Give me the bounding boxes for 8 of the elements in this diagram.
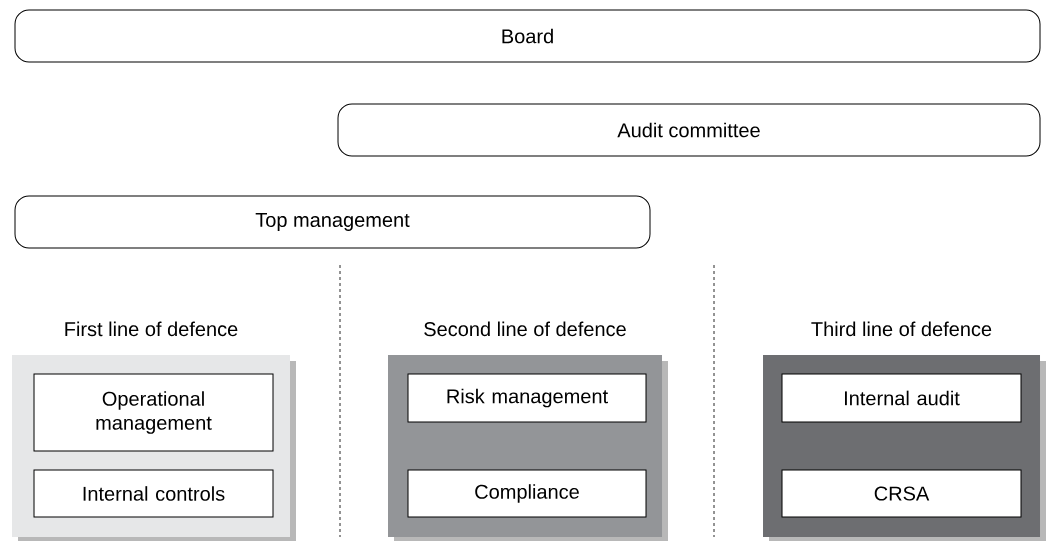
panel-heading: Second line of defence — [424, 321, 626, 337]
rounded-box: Top management — [14, 195, 651, 249]
rounded-box: Audit committee — [337, 103, 1041, 157]
text-box: Operational management — [33, 373, 274, 452]
text-box: Internal controls — [33, 469, 274, 518]
panel-heading: First line of defence — [65, 321, 238, 337]
rounded-box: Board — [14, 9, 1041, 63]
panel-heading: Third line of defence — [811, 321, 992, 337]
